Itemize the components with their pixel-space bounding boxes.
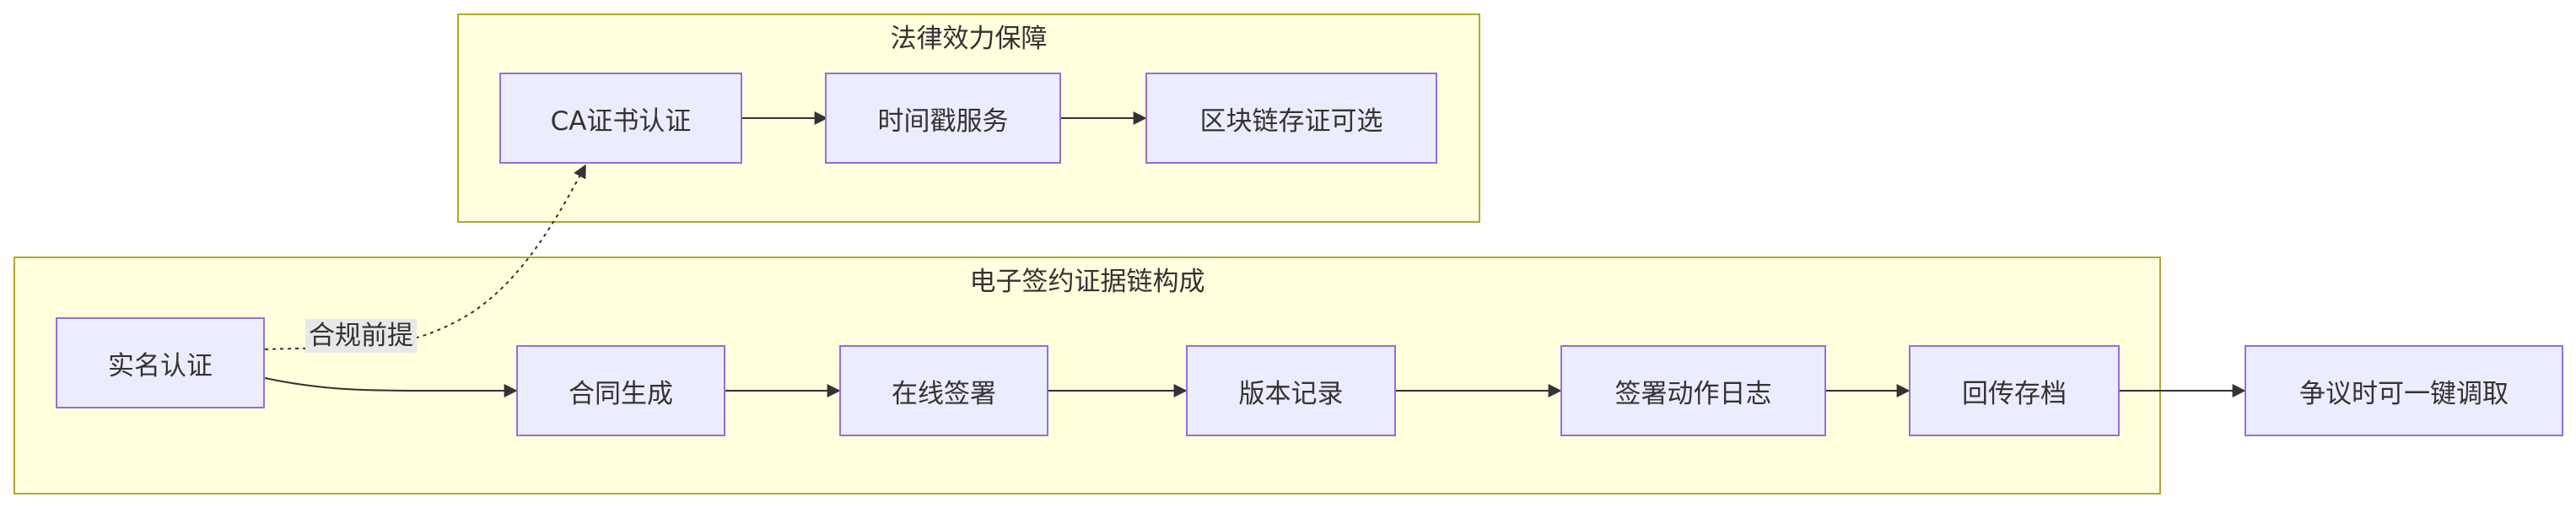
node-timestamp-service: 时间戳服务 — [825, 73, 1061, 164]
edge-label-compliance: 合规前提 — [305, 319, 417, 353]
evidence-chain-group-title: 电子签约证据链构成 — [969, 267, 1205, 297]
node-version-record: 版本记录 — [1186, 345, 1396, 436]
node-signing-action-log: 签署动作日志 — [1560, 345, 1826, 436]
edge-realname-to-contract — [264, 377, 518, 397]
node-blockchain-optional: 区块链存证可选 — [1145, 73, 1437, 164]
node-online-signing: 在线签署 — [839, 345, 1048, 436]
node-realname-auth: 实名认证 — [56, 317, 265, 408]
legal-effect-group-title: 法律效力保障 — [890, 24, 1048, 54]
node-dispute-retrieval: 争议时可一键调取 — [2245, 345, 2563, 436]
node-contract-generation: 合同生成 — [516, 345, 725, 436]
node-return-archive: 回传存档 — [1909, 345, 2120, 436]
edge-realname-to-ca-dotted — [264, 164, 586, 350]
node-ca-certificate: CA证书认证 — [499, 73, 742, 164]
